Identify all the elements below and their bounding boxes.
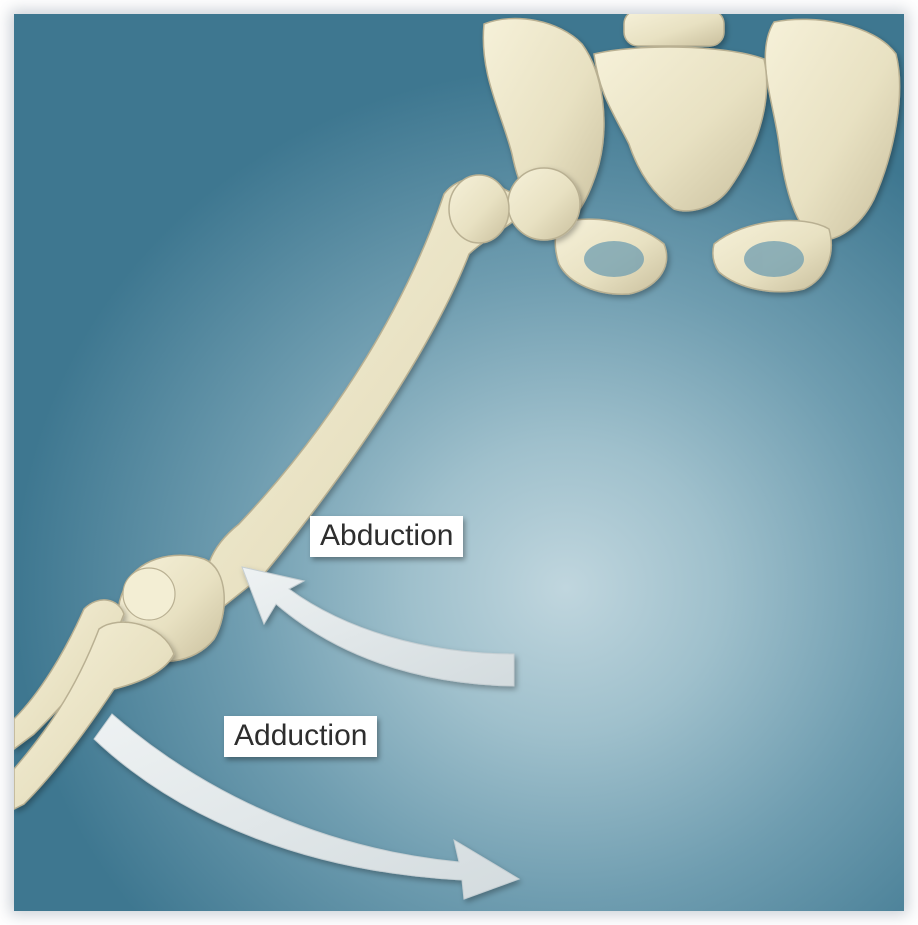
abduction-label: Abduction [310, 516, 463, 557]
pelvis-openings [584, 241, 804, 277]
illustration-frame: Abduction Adduction [14, 14, 904, 911]
pelvis [483, 14, 899, 294]
skeleton-illustration [14, 14, 904, 911]
adduction-label: Adduction [224, 716, 377, 757]
femur [118, 168, 580, 661]
abduction-arrow-icon [242, 567, 514, 686]
